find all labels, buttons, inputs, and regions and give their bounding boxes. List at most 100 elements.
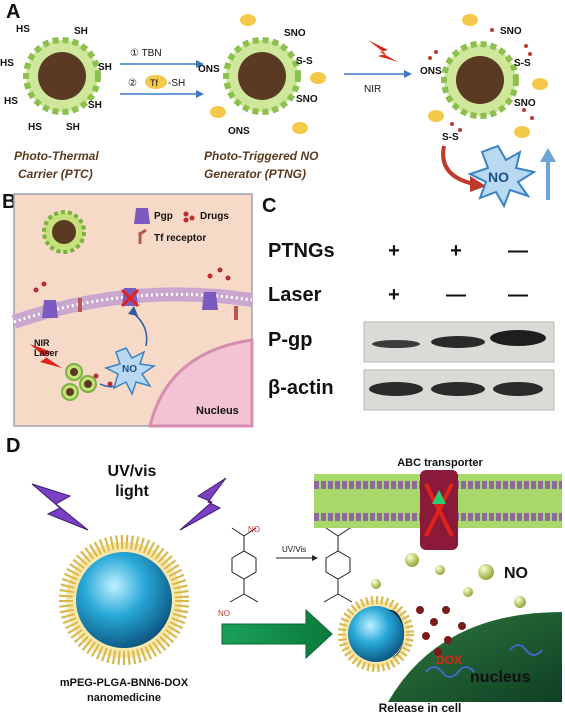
uv-lightning-icon-right [179,477,227,531]
ptngs-lane1: + [388,240,400,262]
released-label-ss: S-S [514,58,531,69]
ptng-caption-line2: Generator (PTNG) [204,167,306,181]
no-group-label: NO [218,609,230,618]
no-to-pgp-arrowhead [128,306,138,316]
step1-label: ① TBN [130,48,162,59]
nir-label: NIR [364,84,381,95]
tf-blob-icon [210,106,226,118]
tf-blob-icon [514,126,530,138]
released-label-sno: SNO [500,26,522,37]
ptc-label-hs: HS [0,58,14,69]
released-particle: SNO ONS S-S SNO S-S [420,14,548,143]
pgp-protein [202,292,218,310]
tf-blob-icon [462,14,478,26]
ptng-label-ss: S-S [296,56,313,67]
drugs-legend-icon [183,211,195,223]
lightning-icon [368,40,398,62]
no-label-d: NO [504,565,528,582]
actin-band-3 [493,382,543,396]
no-burst-label: NO [488,169,509,185]
plga-core [76,552,172,648]
actin-band-2 [431,382,485,396]
step1-arrowhead [196,60,204,68]
synthesis-arrows: ① TBN ② Tf -SH [120,48,204,98]
released-label-ons: ONS [420,66,442,77]
tf-blob-icon [532,78,548,90]
abc-label: ABC transporter [397,457,483,469]
release-curve-arrowhead [470,176,486,192]
step2-sh: -SH [168,78,185,89]
release-label: Release in cell [379,701,462,715]
tf-blob-icon [292,122,308,134]
ptng-label-ons: ONS [198,64,220,75]
ptc-core [38,52,86,100]
nucleus-shape [148,338,254,428]
pgp-band-2 [431,336,485,348]
nano-label-line1: mPEG-PLGA-BNN6-DOX [60,677,189,689]
dox-label: DOX [436,653,462,667]
panel-c: C PTNGs Laser P-gp β-actin + + — + — — [262,195,555,411]
ptng-caption-line1: Photo-Triggered NO [204,149,319,163]
ptc-caption-line1: Photo-Thermal [14,149,99,163]
ptng-label-ons: ONS [228,126,250,137]
panel-b-letter: B [2,191,16,213]
nir-arrow-group: NIR [344,40,412,95]
reaction-arrowhead [312,555,318,561]
dox-dots [416,606,466,656]
efflux-arrowhead [432,490,446,504]
step2-arrowhead [196,90,204,98]
tf-blob-icon [428,110,444,122]
panel-c-letter: C [262,195,276,217]
ptng-mini-core [52,220,76,244]
nucleus-label: Nucleus [196,405,239,417]
released-core [348,606,404,662]
dna-strand [425,666,475,678]
step2-number: ② [128,78,137,89]
uvvis-arrow-label: UV/Vis [282,545,306,554]
panel-a-letter: A [6,1,20,23]
nanomedicine-sphere [59,535,189,665]
nir-arrowhead [404,70,412,78]
no-burst-icon [103,347,157,396]
laser-lane1: + [388,284,400,306]
uv-label-line2: light [115,483,149,500]
released-label-ss: S-S [442,132,459,143]
released-core [456,56,504,104]
blocked-x-icon [120,288,140,308]
no-burst-icon [467,144,537,209]
increase-arrowhead [540,148,556,162]
ptngs-lane2: + [450,240,462,262]
nano-label-line2: nanomedicine [87,692,161,704]
dna-strand [509,644,543,656]
pgp-protein [42,300,58,318]
ptc-particle: HS SH SH HS HS SH HS SH [0,24,112,133]
ptc-label-hs: HS [28,122,42,133]
row-pgp: P-gp [268,329,312,351]
bnn6-structure [229,527,259,603]
ptc-label-hs: HS [16,24,30,35]
ptc-label-sh: SH [66,122,80,133]
release-curve-arrow [441,145,475,186]
nir-laser-line1: NIR [34,338,50,348]
panel-b: B Nucleus Pgp Drugs Tf receptor N [2,191,254,428]
released-nanomedicine [338,596,414,672]
nucleus-label-d: nucleus [470,669,531,686]
no-group-label: NO [248,525,260,534]
tf-blob-icon [310,72,326,84]
row-ptngs: PTNGs [268,240,335,262]
ptng-particle: SNO ONS S-S SNO ONS [198,14,326,137]
pgp-legend-icon [134,208,150,224]
legend-drugs: Drugs [200,211,229,222]
legend-pgp: Pgp [154,211,173,222]
product-structure [323,527,353,603]
process-arrow [221,608,333,660]
lightning-icon [30,344,62,368]
pgp-band-3 [490,330,546,346]
ptc-label-sh: SH [88,100,102,111]
laser-lane3: — [508,284,528,306]
tf-blob-icon [240,14,256,26]
pgp-band-1 [372,340,420,348]
no-bubbles [371,553,526,608]
panel-a: A HS SH SH HS HS SH HS SH ① TBN ② Tf -SH [0,1,556,209]
